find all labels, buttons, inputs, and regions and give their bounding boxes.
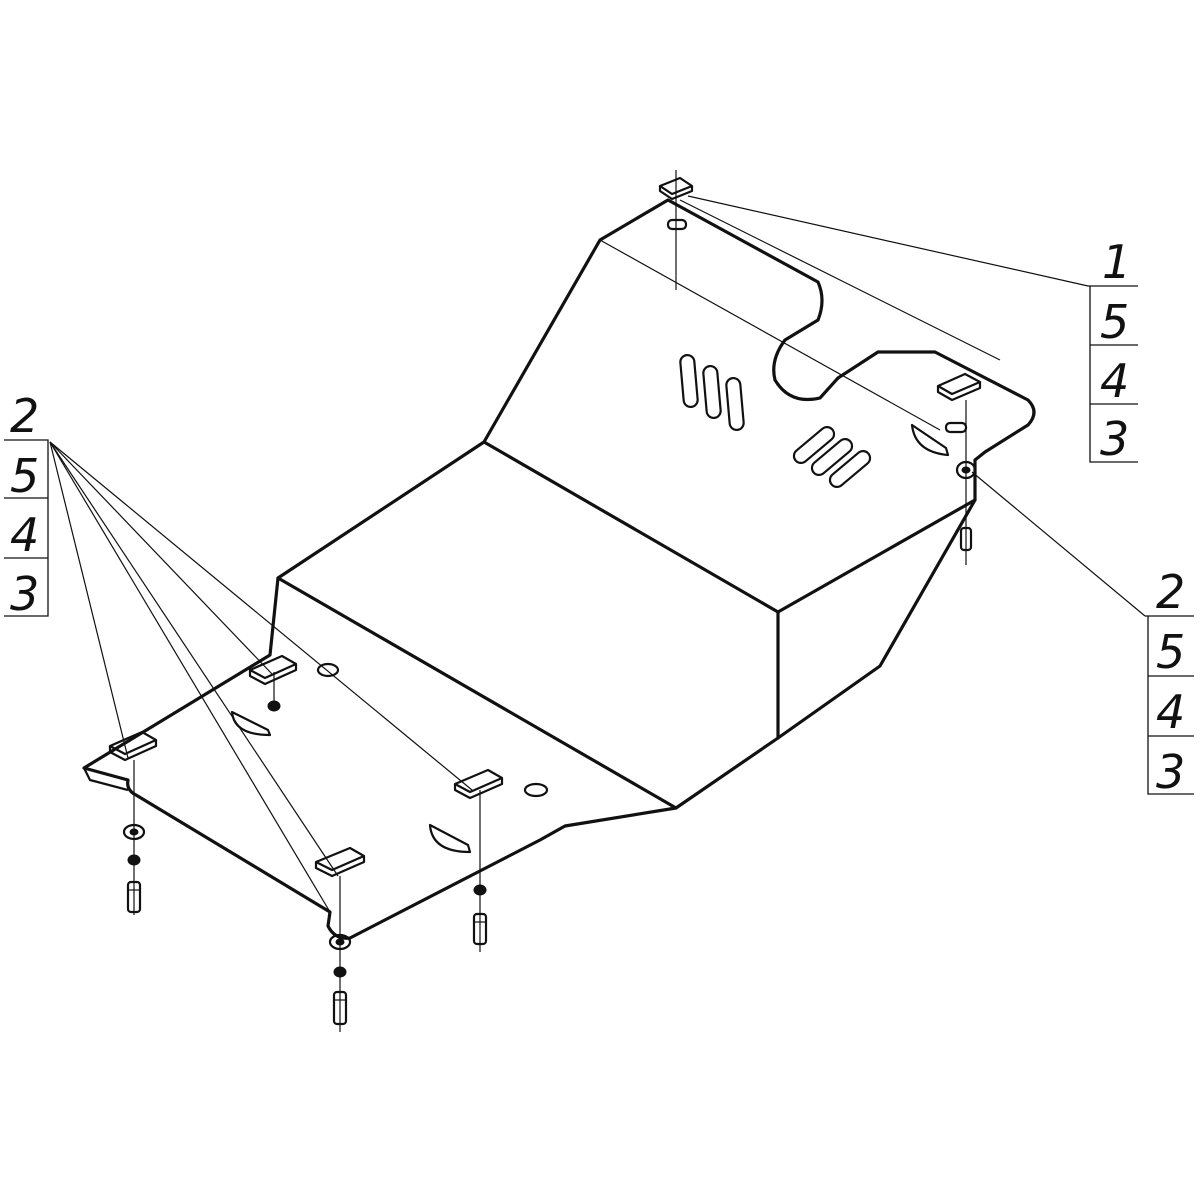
bolt-set (472, 884, 488, 946)
callout-label: 4 (1100, 354, 1129, 408)
leader-line (49, 441, 339, 877)
callout-left: 2 5 4 3 (4, 389, 49, 621)
fold-line-lower (276, 576, 678, 810)
nut-plate (314, 846, 366, 878)
leader-line (49, 441, 129, 759)
vent-slot (828, 449, 872, 489)
round-hole (316, 662, 340, 678)
cutouts (230, 218, 968, 854)
callout-label: 5 (10, 449, 39, 503)
leader-line (49, 441, 273, 675)
callout-label: 3 (1156, 745, 1185, 799)
fasteners (122, 170, 977, 1032)
fold-line-side (776, 498, 977, 614)
leader-line (679, 199, 1001, 361)
callout-label: 1 (1102, 235, 1131, 289)
nut-plates (108, 176, 982, 878)
slot-hole (666, 218, 688, 231)
fold-line-upper (599, 239, 941, 431)
nut-plate (453, 768, 504, 800)
vent-slots-lower (792, 425, 872, 489)
vent-slots-upper (679, 353, 745, 432)
plate-bottom-edge (83, 767, 129, 792)
vent-slot (702, 364, 722, 420)
vent-slot (725, 376, 745, 432)
nut-plate (248, 654, 298, 686)
vent-slot (679, 353, 699, 409)
bolt-set (267, 700, 281, 712)
callout-label: 5 (1100, 295, 1129, 349)
half-moon-cutout (230, 710, 272, 737)
bolt-set (955, 460, 977, 552)
callout-top-right: 1 5 4 3 (1088, 235, 1138, 466)
leader-line (49, 441, 331, 913)
leader-line (687, 195, 1089, 287)
callout-label: 4 (1156, 685, 1185, 739)
half-moon-cutout (428, 823, 472, 854)
vent-slot (792, 425, 836, 465)
skid-plate (82, 198, 1036, 940)
callout-label: 2 (1156, 565, 1185, 619)
callout-middle-right: 2 5 4 3 (1145, 565, 1194, 799)
nut-plate (658, 176, 694, 201)
callout-label: 4 (10, 508, 39, 562)
bolt-set (328, 933, 352, 1026)
leader-line (49, 441, 473, 791)
plate-outline (82, 198, 1036, 940)
leader-line (971, 471, 1146, 617)
round-hole (523, 782, 549, 798)
fold-line-front (482, 440, 780, 740)
callout-label: 2 (10, 389, 39, 443)
callout-label: 3 (10, 567, 39, 621)
leader-lines (49, 195, 1146, 913)
callout-label: 5 (1156, 625, 1185, 679)
bolt-set (122, 823, 146, 914)
nut-plate (108, 730, 158, 762)
half-moon-cutout (910, 423, 950, 457)
slot-hole (944, 421, 968, 434)
vent-slot (810, 437, 854, 477)
nut-plate (936, 372, 982, 402)
callout-label: 3 (1100, 412, 1129, 466)
